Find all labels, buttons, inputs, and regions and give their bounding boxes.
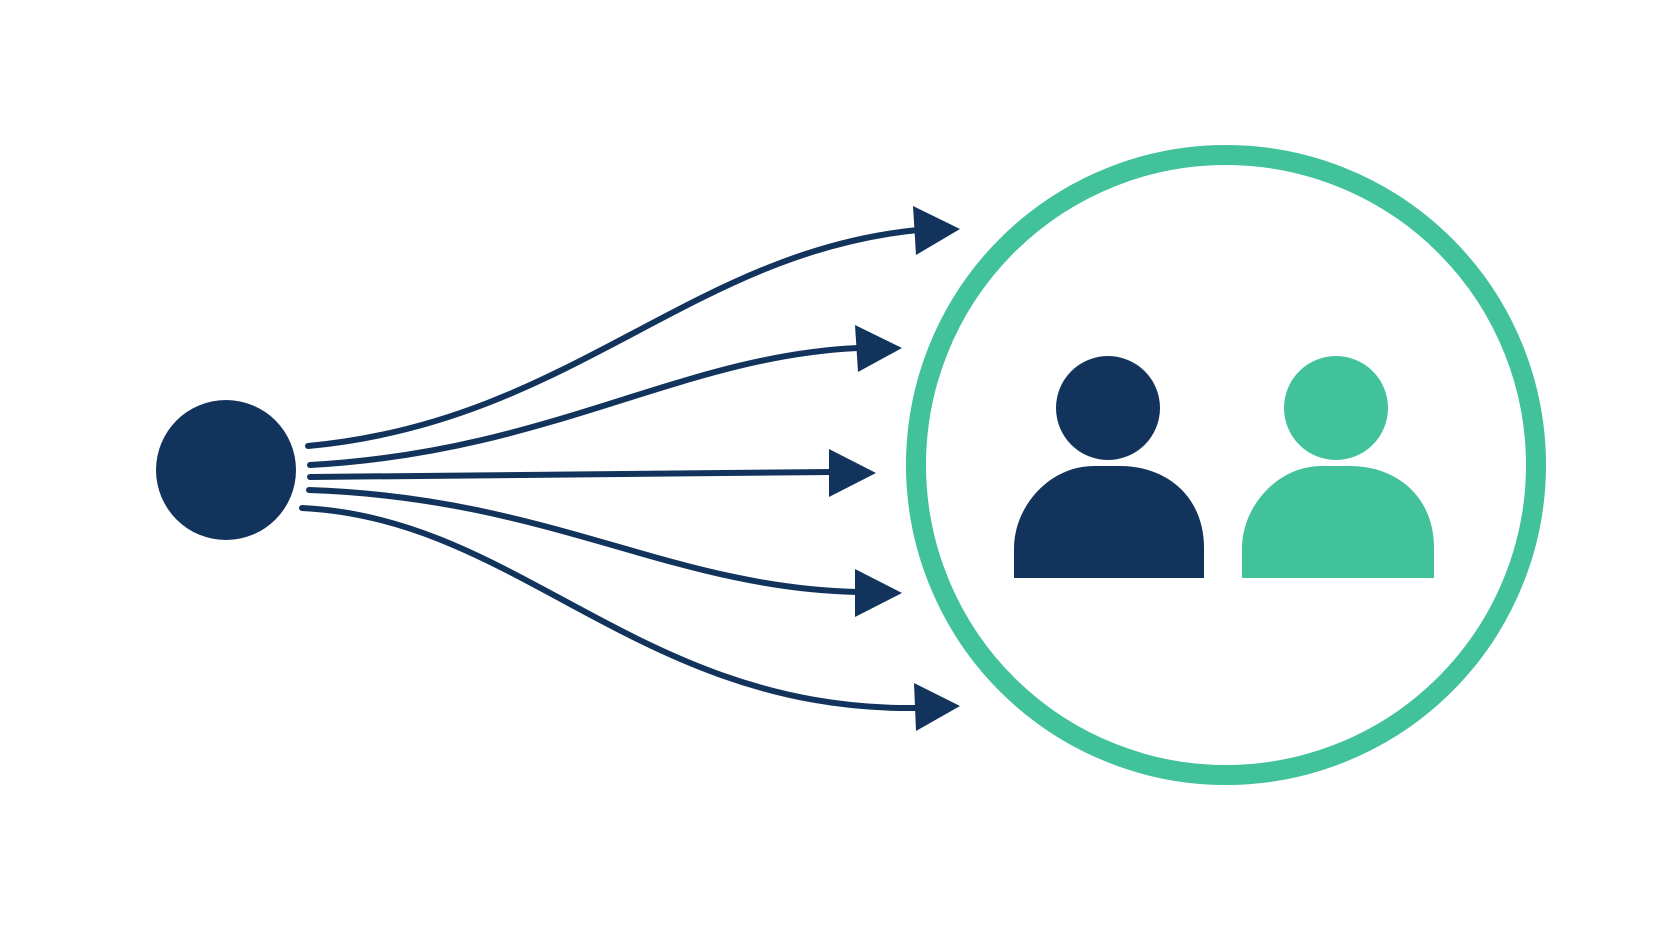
arrow-top: [305, 206, 960, 449]
arrow-head-icon: [855, 569, 902, 617]
arrow-head-icon: [855, 325, 902, 372]
arrow-line: [307, 345, 861, 468]
arrow-line: [306, 487, 861, 595]
arrow-line: [305, 227, 921, 449]
arrow-head-icon: [913, 206, 960, 255]
source-node-circle-icon: [156, 400, 296, 540]
arrow-head-icon: [829, 449, 876, 497]
person-icon: [1242, 356, 1434, 578]
person-head: [1056, 356, 1160, 460]
person-body: [1242, 466, 1434, 578]
person-body: [1014, 466, 1204, 578]
person-head: [1284, 356, 1388, 460]
person-icon: [1014, 356, 1204, 578]
arrow-upper: [307, 325, 902, 468]
arrow-head-icon: [914, 683, 960, 731]
arrow-middle: [307, 449, 876, 497]
audience-ring-icon: [906, 145, 1546, 785]
arrow-lower: [306, 487, 902, 617]
arrow-line: [299, 505, 921, 712]
arrow-bottom: [299, 505, 960, 731]
arrow-line: [307, 469, 835, 480]
arrow-fan: [299, 206, 960, 731]
